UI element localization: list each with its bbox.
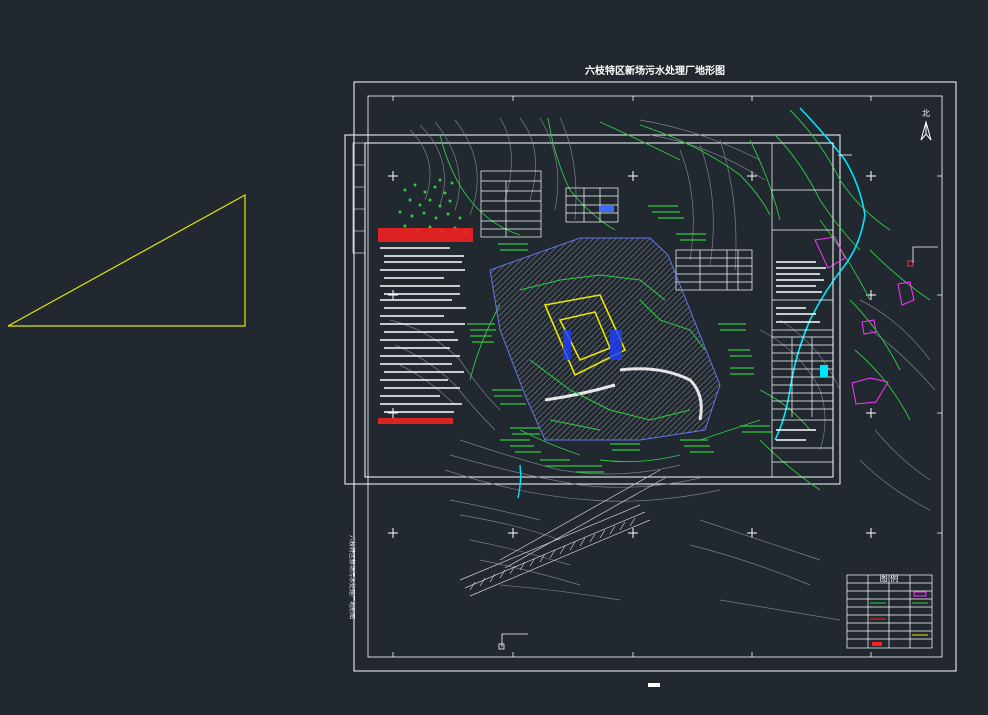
benchmark-leader: [501, 633, 528, 647]
yellow-triangle-shape[interactable]: [7, 193, 246, 327]
legend-table: [846, 574, 933, 649]
site-green-lines: [519, 274, 706, 431]
vegetation-block: [398, 178, 468, 234]
table-2-blue-cell: [600, 206, 614, 212]
outer-frame: [353, 81, 957, 672]
river-line-2: [517, 464, 522, 499]
benchmark-marker: [498, 643, 505, 650]
mid-table: [675, 249, 753, 291]
side-label: 六枝特区新场污水处理厂地形图: [348, 535, 356, 619]
river-line: [774, 107, 866, 441]
site-blue-tanks: [563, 330, 622, 360]
coordinate-labels: [467, 205, 772, 473]
road-hatch-bottom: [459, 469, 666, 597]
notes-block: [378, 228, 473, 424]
title-block-text: [776, 261, 826, 441]
magenta-buildings: [814, 236, 915, 405]
frame-ticks: [392, 96, 942, 657]
site-plan-area: [489, 237, 721, 441]
marker-leader: [912, 246, 938, 263]
inner-frame: [367, 95, 943, 658]
sheet-left-strip-lines: [353, 164, 365, 232]
title-block: [771, 142, 834, 478]
grid-crosses: [388, 171, 876, 538]
gray-contours: [389, 117, 936, 621]
sheet-left-strip: [352, 142, 366, 254]
north-label: 北: [922, 109, 930, 118]
legend-swatches: [870, 591, 928, 646]
sheet-frame-outer: [344, 134, 841, 485]
legend-title: 图 例: [880, 573, 899, 583]
title-block-cyan: [820, 365, 828, 377]
drawing-title: 六枝特区新场污水处理厂地形图: [585, 64, 725, 77]
top-table-2: [565, 187, 619, 223]
bottom-tag: [648, 683, 660, 687]
red-marker: [907, 260, 914, 267]
top-table-1: [480, 170, 542, 238]
site-road-white: [544, 367, 703, 421]
